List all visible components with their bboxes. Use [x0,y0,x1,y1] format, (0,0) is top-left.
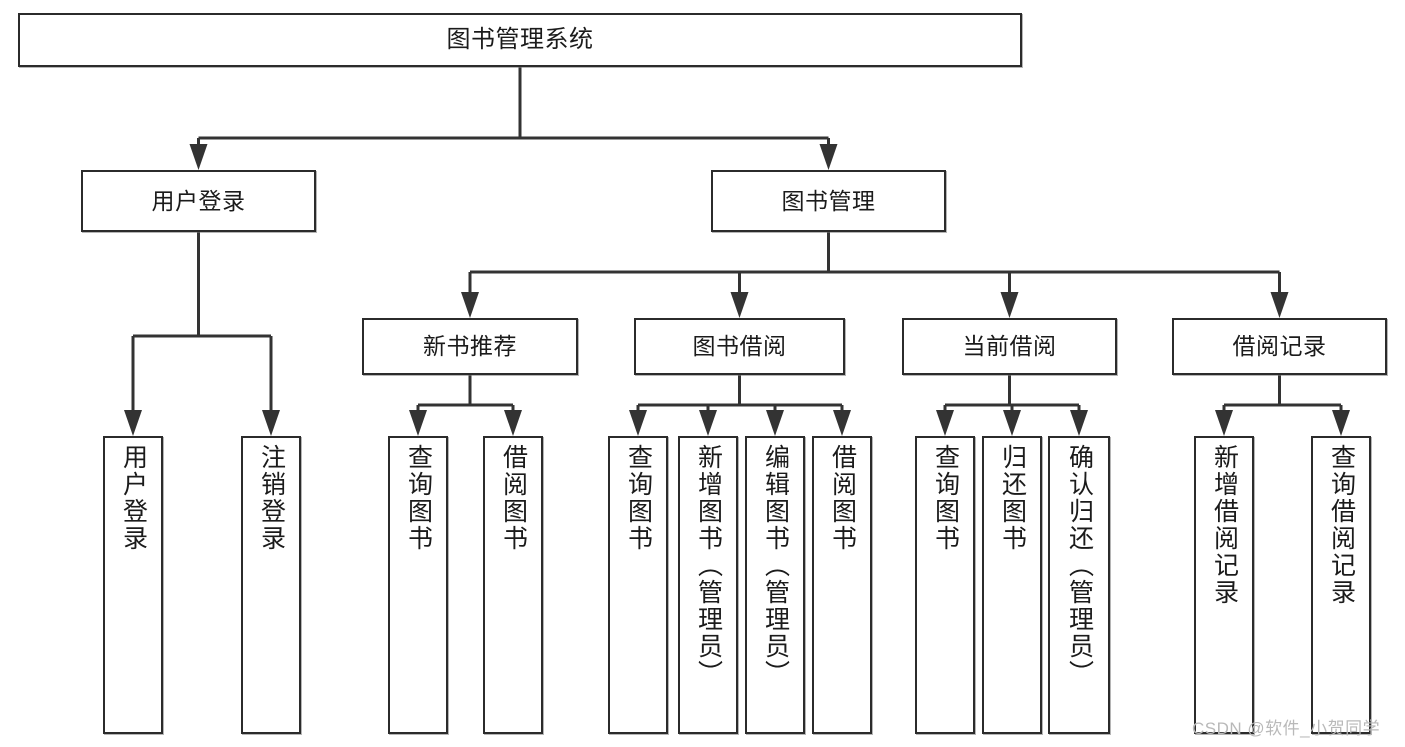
node-newbook[interactable]: 新书推荐 [362,318,578,375]
node-label: 用户登录 [119,444,148,552]
node-l-q2[interactable]: 查询图书 [608,436,668,734]
node-bookmgmt[interactable]: 图书管理 [711,170,946,232]
node-login[interactable]: 用户登录 [81,170,316,232]
edge-arrowhead-l-q2 [629,410,647,436]
edge-arrowhead-l-edit [766,410,784,436]
edge-arrowhead-l-addrec [1215,410,1233,436]
node-l-add[interactable]: 新增图书（管理员） [678,436,738,734]
edge-arrowhead-current [1000,292,1019,318]
edge-arrowhead-l-add [699,410,717,436]
edge-arrowhead-l-userlogin [124,410,142,436]
node-label: 新书推荐 [423,333,517,360]
node-label: 新增图书（管理员） [694,444,723,687]
node-l-q3[interactable]: 查询图书 [915,436,975,734]
node-label: 查询图书 [624,444,653,552]
node-current[interactable]: 当前借阅 [902,318,1117,375]
node-root[interactable]: 图书管理系统 [18,13,1022,67]
node-l-edit[interactable]: 编辑图书（管理员） [745,436,805,734]
node-label: 借阅记录 [1232,333,1327,360]
edge-arrowhead-newbook [461,292,479,318]
node-l-logout[interactable]: 注销登录 [241,436,301,734]
node-label: 确认归还（管理员） [1065,444,1094,687]
edge-arrowhead-borrow [730,292,749,318]
node-label: 借阅图书 [499,444,528,552]
node-l-b2[interactable]: 借阅图书 [812,436,872,734]
node-l-qrec[interactable]: 查询借阅记录 [1311,436,1371,734]
node-label: 图书管理系统 [446,26,594,54]
edge-arrowhead-bookmgmt [819,144,838,170]
node-label: 用户登录 [151,187,246,214]
node-label: 归还图书 [998,444,1027,552]
node-label: 编辑图书（管理员） [761,444,790,687]
edge-arrowhead-records [1270,292,1289,318]
node-label: 新增借阅记录 [1210,444,1239,606]
node-l-return[interactable]: 归还图书 [982,436,1042,734]
node-label: 查询图书 [931,444,960,552]
node-l-b1[interactable]: 借阅图书 [483,436,543,734]
node-label: 查询图书 [404,444,433,552]
node-borrow[interactable]: 图书借阅 [634,318,845,375]
node-l-addrec[interactable]: 新增借阅记录 [1194,436,1254,734]
edge-arrowhead-l-b2 [833,410,851,436]
edge-arrowhead-l-logout [262,410,280,436]
node-label: 借阅图书 [828,444,857,552]
node-label: 图书借阅 [692,333,787,360]
node-l-q1[interactable]: 查询图书 [388,436,448,734]
edge-arrowhead-l-return [1003,410,1021,436]
node-label: 注销登录 [257,444,286,552]
edge-arrowhead-l-q1 [409,410,427,436]
node-records[interactable]: 借阅记录 [1172,318,1387,375]
node-label: 查询借阅记录 [1327,444,1356,606]
node-l-userlogin[interactable]: 用户登录 [103,436,163,734]
node-label: 图书管理 [781,187,876,214]
edge-arrowhead-l-confirm [1070,410,1088,436]
edge-arrowhead-l-qrec [1332,410,1350,436]
edge-arrowhead-l-q3 [936,410,954,436]
node-label: 当前借阅 [962,333,1057,360]
node-l-confirm[interactable]: 确认归还（管理员） [1048,436,1110,734]
edge-arrowhead-l-b1 [504,410,522,436]
edge-arrowhead-login [189,144,208,170]
